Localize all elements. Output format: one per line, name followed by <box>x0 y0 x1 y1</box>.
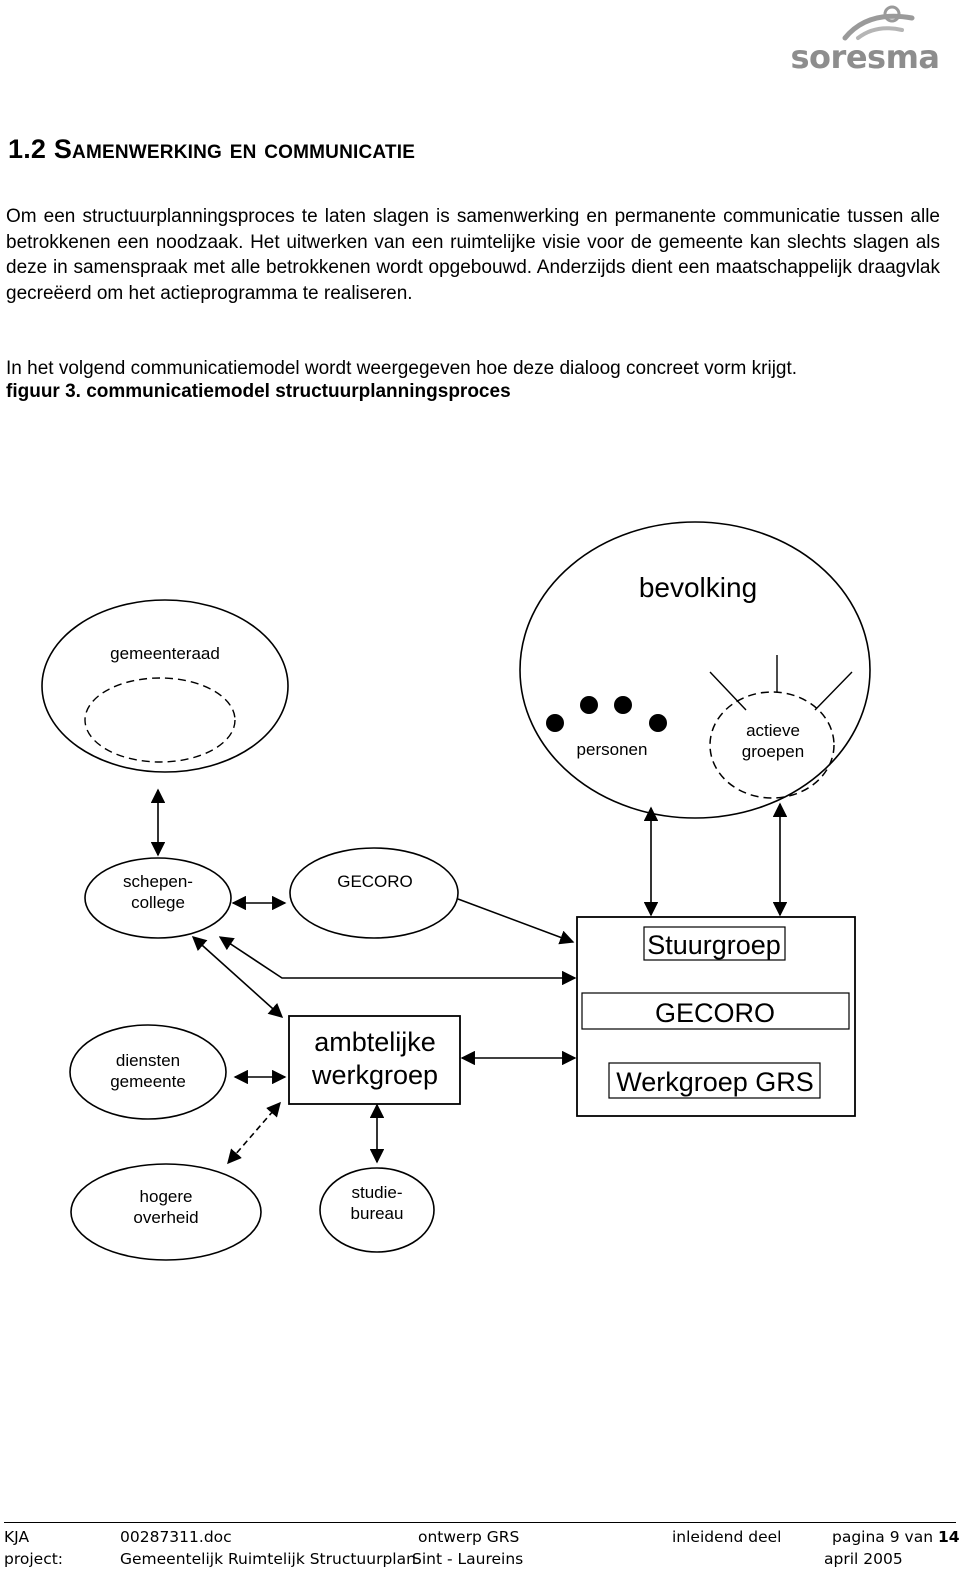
studiebureau-label-2: bureau <box>351 1204 404 1223</box>
actieve-ray <box>709 671 747 711</box>
footer-part: inleidend deel <box>672 1528 782 1546</box>
gecoro-label: GECORO <box>337 872 413 891</box>
intro-paragraph: Om een structuurplanningsproces te laten… <box>6 206 940 304</box>
gemeenteraad-label: gemeenteraad <box>110 644 220 663</box>
diensten-label-1: diensten <box>116 1051 180 1070</box>
ambtelijke-label-2: werkgroep <box>311 1060 438 1090</box>
werkgroep-grs-frame <box>608 1062 821 1099</box>
schepencollege-ellipse <box>84 857 232 939</box>
actieve-groepen-ellipse <box>709 691 835 799</box>
arrow-schepencollege-stuurgroep <box>218 936 577 986</box>
logo-swirl-icon <box>842 5 915 41</box>
model-paragraph: In het volgend communicatiemodel wordt w… <box>6 358 798 379</box>
hogere-overheid-ellipse <box>70 1163 262 1261</box>
logo-wordmark: soresma <box>790 38 941 76</box>
stuurgroep-label: Stuurgroep <box>647 930 781 960</box>
footer-date: april 2005 <box>824 1550 903 1568</box>
person-dot <box>546 714 564 732</box>
footer-project-name: Gemeentelijk Ruimtelijk Structuurplan <box>120 1550 416 1568</box>
studiebureau-ellipse <box>319 1167 435 1253</box>
diensten-gemeente-ellipse <box>69 1024 227 1120</box>
footer-rule <box>4 1522 956 1523</box>
stuurgroep-box <box>576 916 856 1117</box>
footer-row-2: project: Gemeentelijk Ruimtelijk Structu… <box>0 1550 960 1572</box>
studiebureau-label-1: studie- <box>351 1183 402 1202</box>
person-dot <box>649 714 667 732</box>
gecoro-box-label: GECORO <box>655 998 775 1028</box>
personen-label: personen <box>577 740 648 759</box>
gemeenteraad-inner-ellipse <box>84 677 236 763</box>
bevolking-label: bevolking <box>639 572 757 603</box>
diensten-label-2: gemeente <box>110 1072 186 1091</box>
stuurgroep-title-frame <box>643 926 786 961</box>
gecoro-box-frame <box>581 992 850 1030</box>
gemeenteraad-ellipse <box>41 599 289 773</box>
footer-filename: 00287311.doc <box>120 1528 232 1546</box>
figure-caption: figuur 3. communicatiemodel structuurpla… <box>6 381 511 402</box>
footer-author: KJA <box>4 1528 30 1546</box>
arrow-ambtelijke-hogereoverheid <box>227 1101 281 1165</box>
soresma-logo: soresma <box>790 0 940 80</box>
footer-municipality: Sint - Laureins <box>412 1550 524 1568</box>
ambtelijke-werkgroep-box <box>288 1015 461 1105</box>
gecoro-ellipse <box>289 847 459 939</box>
footer-doc-type: ontwerp GRS <box>418 1528 520 1546</box>
page-footer: KJA 00287311.doc ontwerp GRS inleidend d… <box>0 1522 960 1582</box>
bevolking-ellipse <box>519 521 871 819</box>
hogere-label-2: overheid <box>133 1208 198 1227</box>
werkgroep-grs-label: Werkgroep GRS <box>616 1067 814 1097</box>
footer-project-label: project: <box>4 1550 64 1568</box>
schepencollege-label-1: schepen- <box>123 872 193 891</box>
actieve-label-1: actieve <box>746 721 800 740</box>
actieve-label-2: groepen <box>742 742 804 761</box>
actieve-ray <box>814 671 853 711</box>
arrow-gecoro-stuurgroep <box>457 898 575 945</box>
section-heading: 1.2 Samenwerking en communicatie <box>8 134 416 164</box>
footer-row-1: KJA 00287311.doc ontwerp GRS inleidend d… <box>0 1528 960 1550</box>
footer-page-number: pagina 9 van 14 <box>832 1528 960 1546</box>
hogere-label-1: hogere <box>140 1187 193 1206</box>
person-dot <box>614 696 632 714</box>
ambtelijke-label-1: ambtelijke <box>314 1027 436 1057</box>
person-dot <box>580 696 598 714</box>
schepencollege-label-2: college <box>131 893 185 912</box>
